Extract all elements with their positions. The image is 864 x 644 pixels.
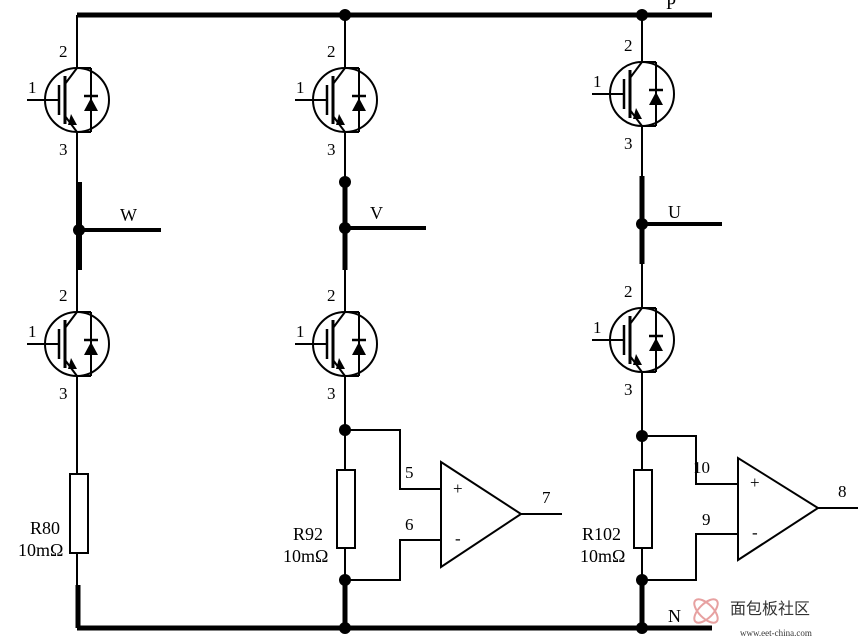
phase-leg-v: [339, 9, 426, 634]
gate-pin-v-low: 1: [296, 322, 305, 341]
shunt-name-u: R102: [582, 524, 621, 544]
igbt-u-high: [590, 60, 676, 128]
shunt-resistor-w: [69, 473, 89, 554]
igbt-w-high: [25, 66, 111, 134]
current-sense-amplifier-v: [345, 429, 562, 581]
gate-pin-u-high: 1: [593, 72, 602, 91]
opamp-u-output-pin: 8: [838, 482, 847, 501]
watermark-url: www.eet-china.com: [740, 628, 812, 638]
gate-pin-w-low: 1: [28, 322, 37, 341]
opamp-u-plus-sign: +: [750, 473, 760, 492]
igbt-w-low: [25, 310, 111, 378]
emitter-pin-w-low: 3: [59, 384, 68, 403]
opamp-u-minus-pin: 9: [702, 510, 711, 529]
opamp-v-minus-sign: -: [455, 529, 461, 548]
igbt-v-high: [293, 66, 379, 134]
output-label-u: U: [668, 202, 681, 222]
shunt-value-w: 10mΩ: [18, 540, 63, 560]
collector-pin-v-high: 2: [327, 42, 336, 61]
emitter-pin-u-low: 3: [624, 380, 633, 399]
emitter-pin-w-high: 3: [59, 140, 68, 159]
collector-pin-u-high: 2: [624, 36, 633, 55]
watermark-logo-icon: [693, 598, 719, 624]
emitter-pin-v-low: 3: [327, 384, 336, 403]
collector-pin-w-low: 2: [59, 286, 68, 305]
shunt-value-v: 10mΩ: [283, 546, 328, 566]
emitter-pin-v-high: 3: [327, 140, 336, 159]
opamp-v-output-pin: 7: [542, 488, 551, 507]
output-label-w: W: [120, 205, 137, 225]
phase-leg-w: [73, 15, 161, 628]
shunt-value-u: 10mΩ: [580, 546, 625, 566]
opamp-u-plus-pin: 10: [693, 458, 710, 477]
shunt-name-w: R80: [30, 518, 60, 538]
current-sense-amplifier-u: [642, 435, 858, 581]
shunt-resistor-u: [633, 469, 653, 549]
emitter-pin-u-high: 3: [624, 134, 633, 153]
gate-pin-u-low: 1: [593, 318, 602, 337]
igbt-u-low: [590, 306, 676, 374]
collector-pin-v-low: 2: [327, 286, 336, 305]
negative-rail-label: N: [668, 606, 681, 626]
output-label-v: V: [370, 203, 383, 223]
collector-pin-w-high: 2: [59, 42, 68, 61]
gate-pin-w-high: 1: [28, 78, 37, 97]
watermark: 面包板社区 www.eet-china.com: [693, 598, 812, 638]
phase-leg-u: [636, 9, 722, 634]
shunt-resistor-v: [336, 469, 356, 549]
opamp-v-plus-pin: 5: [405, 463, 414, 482]
gate-pin-v-high: 1: [296, 78, 305, 97]
opamp-v-minus-pin: 6: [405, 515, 414, 534]
shunt-name-v: R92: [293, 524, 323, 544]
opamp-v-plus-sign: +: [453, 479, 463, 498]
watermark-text: 面包板社区: [730, 600, 810, 618]
positive-rail-label: P: [666, 0, 676, 13]
igbt-v-low: [293, 310, 379, 378]
collector-pin-u-low: 2: [624, 282, 633, 301]
opamp-u-minus-sign: -: [752, 523, 758, 542]
